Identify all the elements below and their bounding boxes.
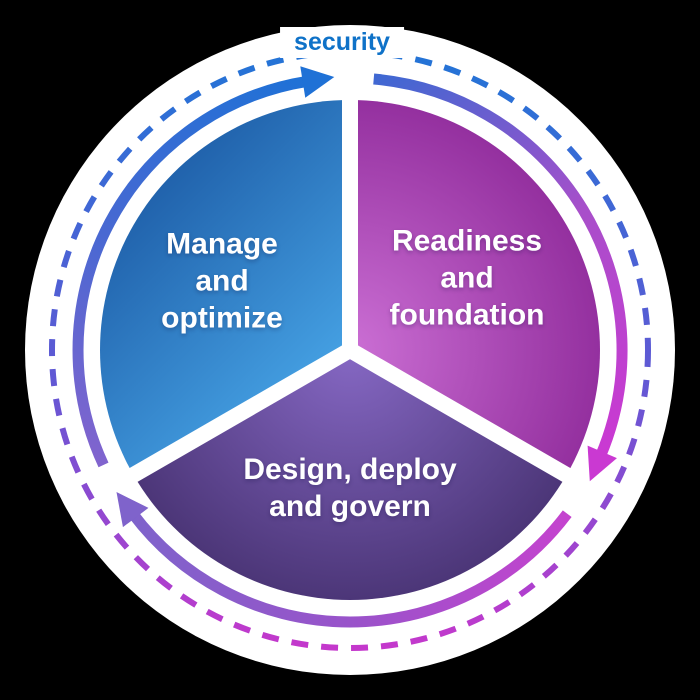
security-ring-label: security [280,27,404,58]
arrow-arc-design [116,492,572,628]
arrow-arc-readiness [373,73,628,482]
divider-bottom-left [119,343,354,488]
segment-dividers [119,88,581,488]
divider-bottom-right [346,343,581,488]
arrow-arc-manage [72,66,335,468]
segment-design-deploy-and-govern [133,350,567,600]
dashed-security-ring [49,49,651,651]
cycle-arrows [72,66,628,628]
